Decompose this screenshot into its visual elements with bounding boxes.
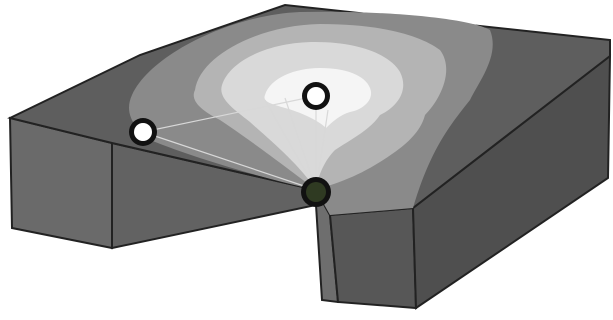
top-node-marker (302, 82, 330, 110)
wall-right-front (330, 208, 416, 308)
left-node-marker (129, 118, 157, 146)
vertex-node-marker (301, 177, 331, 207)
